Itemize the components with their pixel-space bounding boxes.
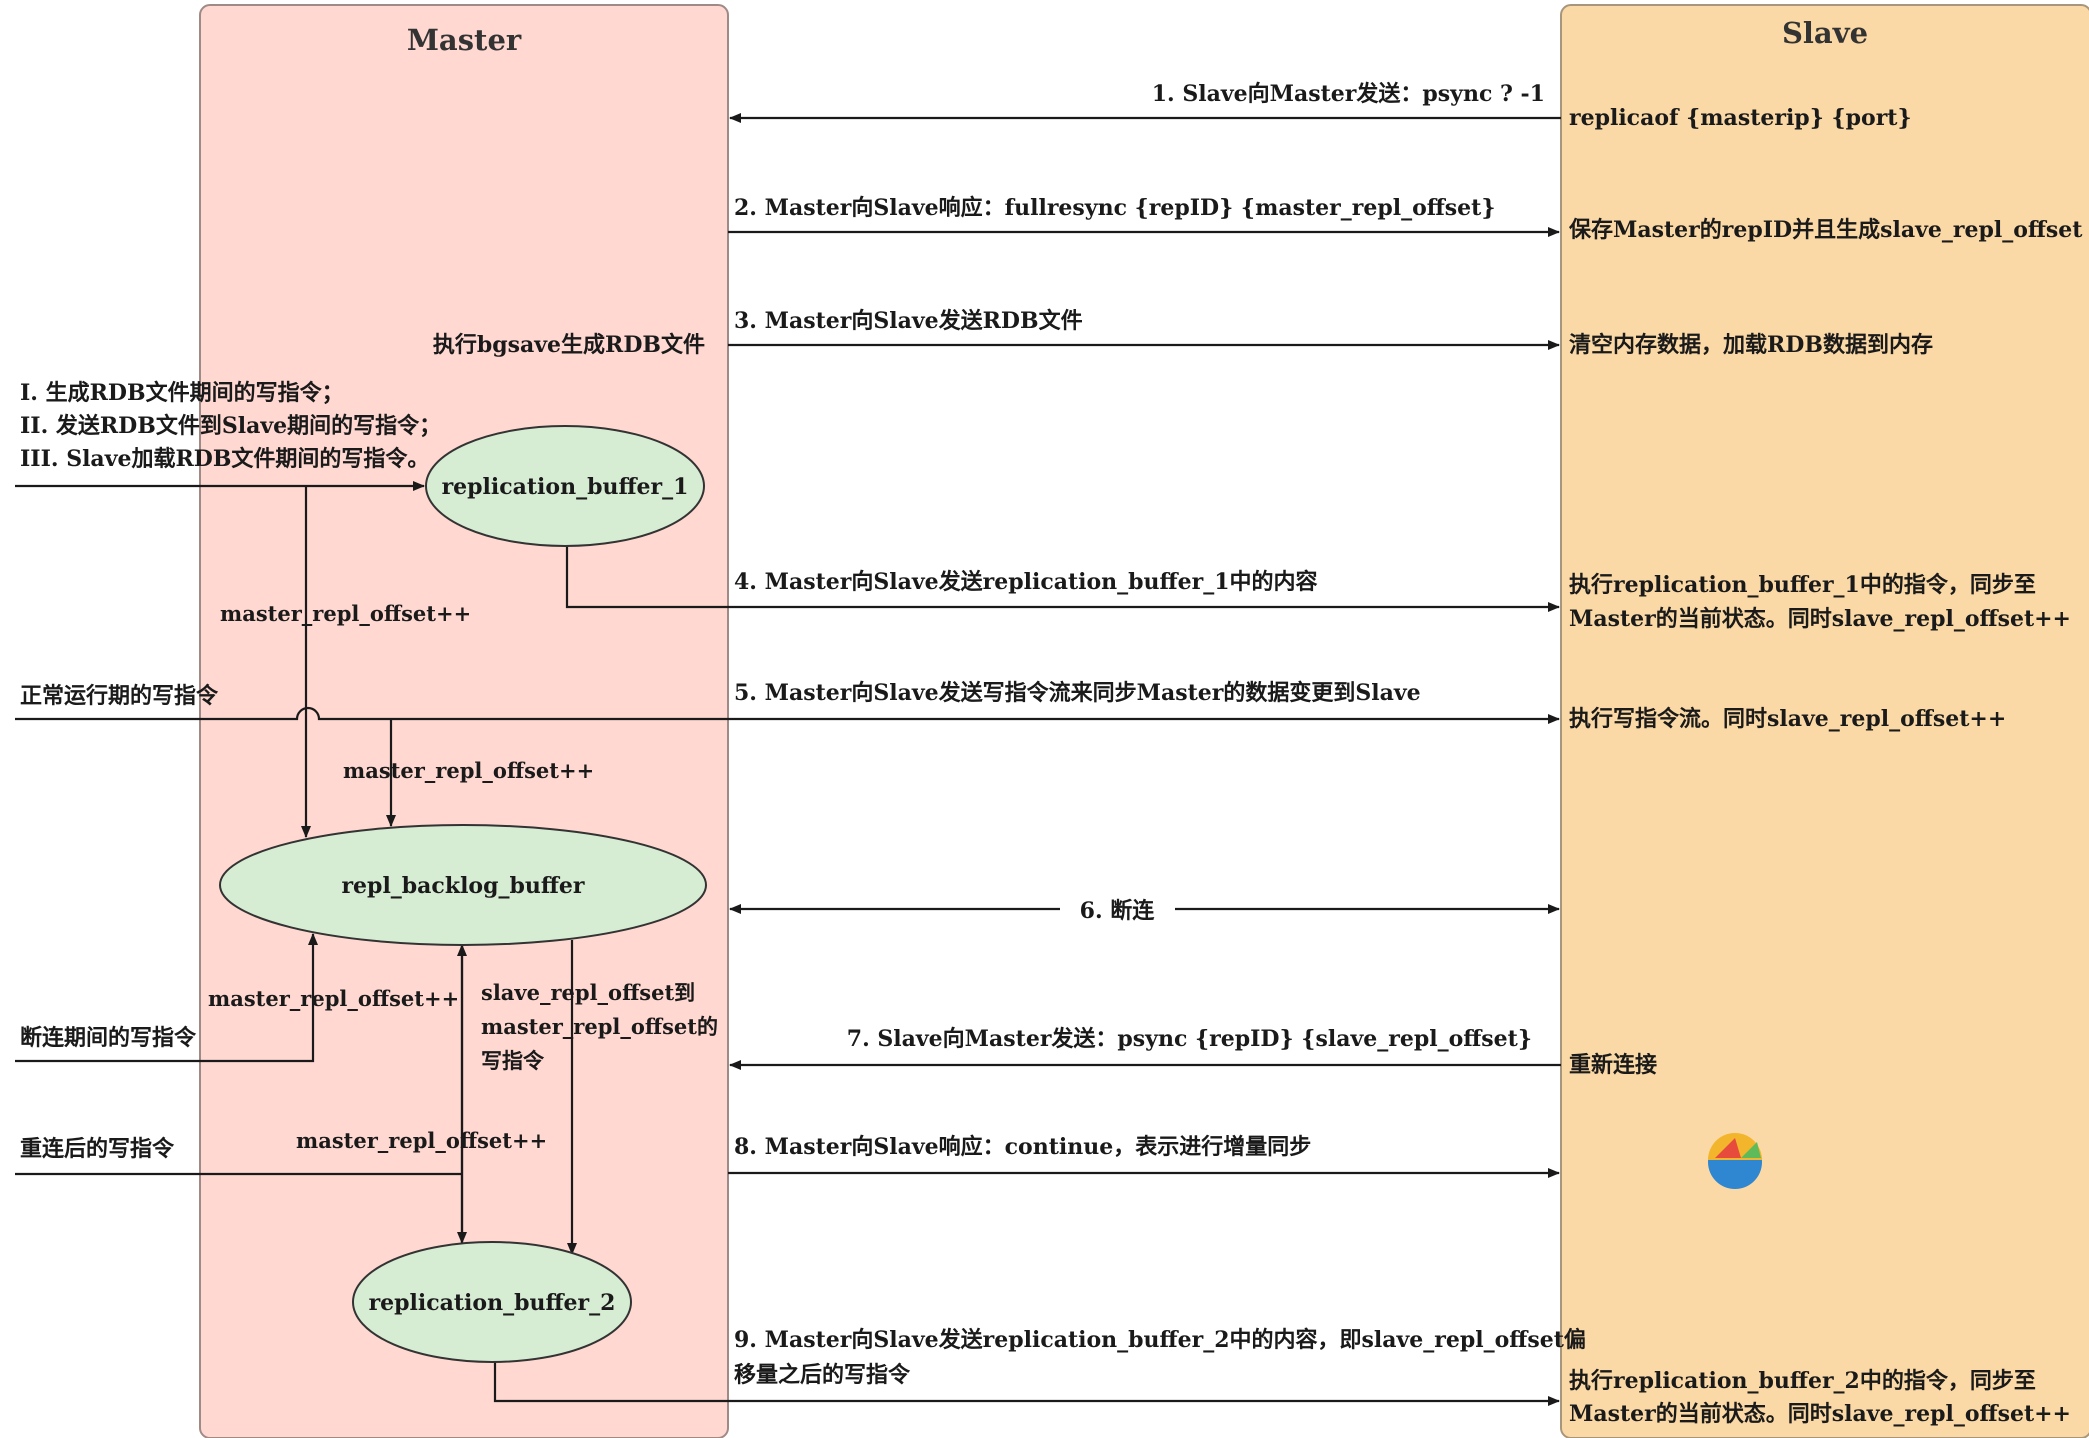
message-4: 4. Master向Slave发送replication_buffer_1中的内… bbox=[734, 569, 1318, 595]
slave-action-4-line1: 执行replication_buffer_1中的指令，同步至 bbox=[1569, 572, 2036, 598]
input-writes-rdb-2: II. 发送RDB文件到Slave期间的写指令； bbox=[20, 413, 441, 439]
message-1: 1. Slave向Master发送：psync ? -1 bbox=[1152, 81, 1545, 107]
slave-action-3: 清空内存数据，加载RDB数据到内存 bbox=[1569, 332, 1933, 358]
input-writes-reconnect: 重连后的写指令 bbox=[20, 1136, 175, 1162]
input-writes-normal: 正常运行期的写指令 bbox=[20, 683, 219, 709]
message-9-line2: 移量之后的写指令 bbox=[734, 1362, 911, 1388]
arrow-disconnect-writes bbox=[15, 933, 318, 1063]
repl-backlog-buffer-node bbox=[219, 824, 707, 946]
slave-action-5: 执行写指令流。同时slave_repl_offset++ bbox=[1569, 706, 2006, 732]
offset-note-c: master_repl_offset++ bbox=[208, 986, 459, 1011]
offset-note-b: master_repl_offset++ bbox=[343, 758, 594, 783]
replication-buffer-2-node bbox=[352, 1241, 632, 1363]
message-9-line1: 9. Master向Slave发送replication_buffer_2中的内… bbox=[734, 1327, 1586, 1353]
slave-lane bbox=[1560, 4, 2089, 1438]
replication-buffer-2-label: replication_buffer_2 bbox=[369, 1290, 616, 1316]
slave-action-9-line1: 执行replication_buffer_2中的指令，同步至 bbox=[1569, 1368, 2036, 1394]
slave-action-4-line2: Master的当前状态。同时slave_repl_offset++ bbox=[1569, 606, 2071, 632]
arrow-m5 bbox=[15, 706, 1560, 724]
range-note-line3: 写指令 bbox=[481, 1048, 545, 1073]
master-lane-title: Master bbox=[407, 23, 522, 57]
replication-buffer-1-label: replication_buffer_1 bbox=[442, 474, 689, 500]
message-5: 5. Master向Slave发送写指令流来同步Master的数据变更到Slav… bbox=[734, 680, 1421, 706]
decorative-badge-icon bbox=[1708, 1133, 1762, 1189]
message-3: 3. Master向Slave发送RDB文件 bbox=[734, 308, 1083, 334]
message-8: 8. Master向Slave响应：continue，表示进行增量同步 bbox=[734, 1134, 1311, 1160]
message-2: 2. Master向Slave响应：fullresync {repID} {ma… bbox=[734, 195, 1496, 221]
arrow-m4 bbox=[565, 546, 1560, 612]
message-6: 6. 断连 bbox=[1080, 898, 1156, 924]
slave-action-2: 保存Master的repID并且生成slave_repl_offset bbox=[1568, 217, 2083, 243]
range-note-line1: slave_repl_offset到 bbox=[481, 980, 695, 1005]
bgsave-note: 执行bgsave生成RDB文件 bbox=[433, 332, 705, 358]
slave-lane-title: Slave bbox=[1782, 16, 1868, 50]
input-writes-rdb-3: III. Slave加载RDB文件期间的写指令。 bbox=[20, 446, 429, 472]
repl-backlog-buffer-label: repl_backlog_buffer bbox=[341, 873, 584, 899]
message-7: 7. Slave向Master发送：psync {repID} {slave_r… bbox=[847, 1026, 1532, 1052]
range-note-line2: master_repl_offset的 bbox=[481, 1014, 718, 1039]
arrow-m9 bbox=[493, 1360, 1560, 1406]
input-writes-rdb-1: I. 生成RDB文件期间的写指令； bbox=[20, 380, 344, 406]
slave-action-1: replicaof {masterip} {port} bbox=[1569, 105, 1912, 131]
master-lane bbox=[199, 4, 729, 1438]
replication-buffer-1-node bbox=[425, 425, 705, 547]
slave-action-9-line2: Master的当前状态。同时slave_repl_offset++ bbox=[1569, 1401, 2071, 1427]
input-writes-disconnect: 断连期间的写指令 bbox=[20, 1025, 197, 1051]
slave-action-7: 重新连接 bbox=[1569, 1052, 1657, 1078]
offset-note-a: master_repl_offset++ bbox=[220, 601, 471, 626]
offset-note-d: master_repl_offset++ bbox=[296, 1128, 547, 1153]
